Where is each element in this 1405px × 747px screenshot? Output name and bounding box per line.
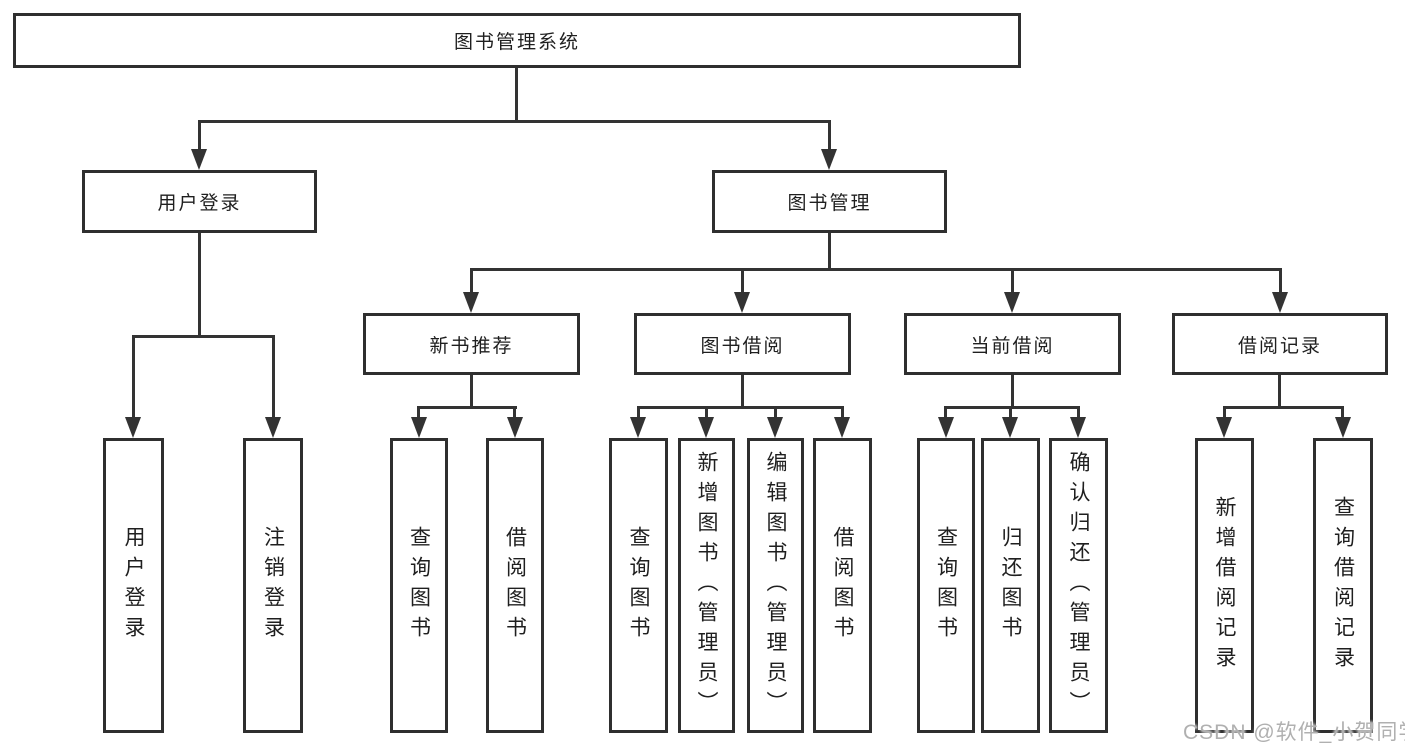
arrow-down-icon (767, 417, 783, 438)
leaf-logout: 注销登录 (243, 438, 303, 733)
node-book-management-label: 图书管理 (787, 193, 872, 214)
arrow-down-icon (265, 417, 281, 438)
leaf-label: 新增借阅记录 (1213, 495, 1236, 676)
leaf-add-books-admin: 新增图书（管理员） (678, 438, 735, 733)
arrow-down-icon (1004, 292, 1020, 313)
connector-book-mgmt-drop (828, 120, 831, 151)
arrow-down-icon (1002, 417, 1018, 438)
arrow-down-icon (630, 417, 646, 438)
connector-leaf-drop (774, 406, 777, 420)
leaf-label: 借阅图书 (503, 525, 527, 646)
arrow-down-icon (734, 292, 750, 313)
leaf-user-login: 用户登录 (103, 438, 164, 733)
connector-leaf-drop (132, 335, 135, 420)
leaf-query-books-current: 查询图书 (917, 438, 975, 733)
leaf-query-books-borrow: 查询图书 (609, 438, 668, 733)
connector-root-bar (198, 120, 831, 123)
connector-user-login-bar (132, 335, 275, 338)
connector-level3-drop (470, 268, 473, 294)
connector-level3-drop (1011, 268, 1014, 294)
connector-leaf-drop (1009, 406, 1012, 420)
node-new-book-recommend: 新书推荐 (363, 313, 580, 375)
connector-leaf-drop (272, 335, 275, 420)
leaf-label: 注销登录 (261, 525, 285, 646)
connector-new-book-stem (470, 375, 473, 409)
arrow-down-icon (821, 149, 837, 170)
node-root: 图书管理系统 (13, 13, 1021, 68)
connector-records-bar (1223, 406, 1344, 409)
leaf-edit-books-admin: 编辑图书（管理员） (747, 438, 804, 733)
leaf-label: 查询图书 (934, 525, 958, 646)
leaf-label: 借阅图书 (831, 525, 854, 646)
arrow-down-icon (1335, 417, 1351, 438)
leaf-add-borrow-record: 新增借阅记录 (1195, 438, 1254, 733)
connector-leaf-drop (513, 406, 516, 420)
connector-book-mgmt-bar (470, 268, 1282, 271)
leaf-label: 编辑图书（管理员） (764, 450, 787, 721)
arrow-down-icon (507, 417, 523, 438)
connector-level3-drop (1279, 268, 1282, 294)
connector-user-login-stem (198, 233, 201, 337)
leaf-borrow-books-recommend: 借阅图书 (486, 438, 544, 733)
connector-leaf-drop (417, 406, 420, 420)
connector-user-login-drop (198, 120, 201, 151)
csdn-watermark: CSDN @软件_小贺同学 (1183, 721, 1405, 744)
arrow-down-icon (125, 417, 141, 438)
node-borrow-records: 借阅记录 (1172, 313, 1388, 375)
connector-book-borrow-stem (741, 375, 744, 409)
connector-leaf-drop (1341, 406, 1344, 420)
arrow-down-icon (834, 417, 850, 438)
leaf-query-borrow-record: 查询借阅记录 (1313, 438, 1373, 733)
connector-records-stem (1278, 375, 1281, 409)
arrow-down-icon (463, 292, 479, 313)
connector-book-borrow-bar (637, 406, 844, 409)
node-user-login: 用户登录 (82, 170, 317, 233)
arrow-down-icon (698, 417, 714, 438)
arrow-down-icon (411, 417, 427, 438)
connector-root-stem (515, 68, 518, 123)
leaf-label: 新增图书（管理员） (695, 450, 718, 721)
leaf-return-books: 归还图书 (981, 438, 1040, 733)
leaf-label: 归还图书 (999, 525, 1022, 646)
node-user-login-label: 用户登录 (157, 193, 242, 214)
arrow-down-icon (1070, 417, 1086, 438)
leaf-label: 用户登录 (122, 525, 145, 646)
node-borrow-records-label: 借阅记录 (1237, 335, 1322, 357)
leaf-query-books-recommend: 查询图书 (390, 438, 448, 733)
connector-level3-drop (741, 268, 744, 294)
arrow-down-icon (1272, 292, 1288, 313)
connector-current-borrow-bar (944, 406, 1080, 409)
connector-leaf-drop (705, 406, 708, 420)
connector-leaf-drop (637, 406, 640, 420)
connector-leaf-drop (1223, 406, 1226, 420)
leaf-label: 查询借阅记录 (1331, 495, 1355, 676)
connector-leaf-drop (1077, 406, 1080, 420)
leaf-label: 查询图书 (407, 525, 431, 646)
connector-leaf-drop (944, 406, 947, 420)
node-new-book-recommend-label: 新书推荐 (429, 335, 514, 357)
node-book-management: 图书管理 (712, 170, 947, 233)
node-current-borrow-label: 当前借阅 (970, 335, 1055, 357)
node-root-label: 图书管理系统 (453, 32, 580, 53)
leaf-borrow-books: 借阅图书 (813, 438, 872, 733)
node-book-borrow: 图书借阅 (634, 313, 851, 375)
leaf-label: 确认归还（管理员） (1067, 450, 1090, 721)
connector-current-borrow-stem (1011, 375, 1014, 409)
node-current-borrow: 当前借阅 (904, 313, 1121, 375)
arrow-down-icon (1216, 417, 1232, 438)
arrow-down-icon (191, 149, 207, 170)
connector-book-mgmt-stem (828, 233, 831, 271)
connector-new-book-bar (417, 406, 517, 409)
leaf-label: 查询图书 (627, 525, 650, 646)
arrow-down-icon (938, 417, 954, 438)
connector-leaf-drop (841, 406, 844, 420)
leaf-confirm-return-admin: 确认归还（管理员） (1049, 438, 1108, 733)
node-book-borrow-label: 图书借阅 (700, 335, 785, 357)
